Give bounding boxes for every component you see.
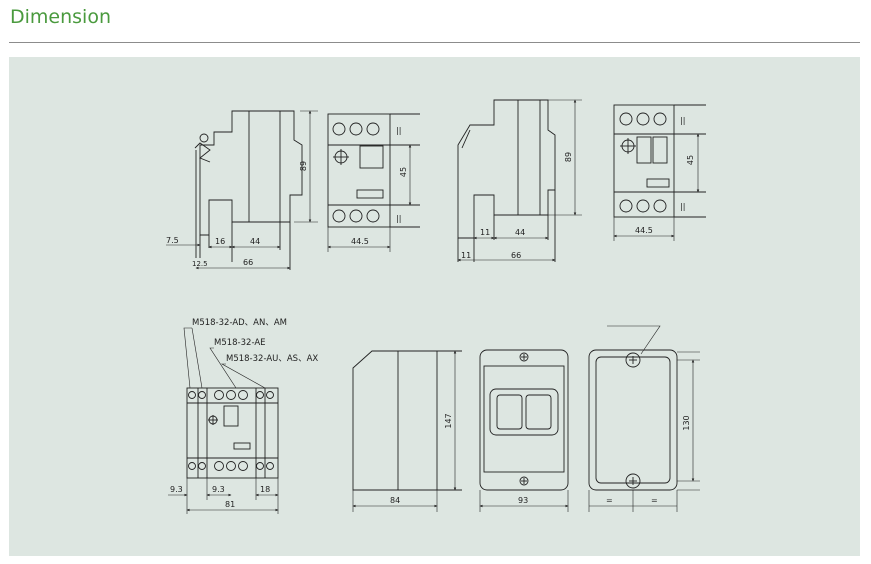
dim-93: 93 (518, 496, 528, 505)
dim-height-147: 147 (444, 413, 453, 428)
dim-height-130: 130 (682, 415, 691, 430)
dim-11a: 11 (480, 228, 490, 237)
side-view-1: 89 7.5 16 44 12.5 66 (166, 110, 318, 270)
mark-sep-1: || (396, 126, 401, 135)
dim-44-5: 44.5 (351, 237, 369, 246)
dim-16: 16 (215, 237, 225, 246)
model-label-2: M518-32-AE (214, 338, 266, 348)
model-label-1: M518-32-AD、AN、AM (192, 318, 287, 328)
dim-18: 18 (260, 485, 270, 494)
dim-7-5: 7.5 (166, 236, 179, 245)
dim-9-3a: 9.3 (170, 485, 183, 494)
dim-height-45: 45 (399, 167, 408, 177)
dim-9-3b: 9.3 (212, 485, 225, 494)
dim-44: 44 (250, 237, 260, 246)
title-divider (9, 42, 860, 43)
dim-height-89: 89 (299, 161, 308, 171)
dim-height-45b: 45 (686, 155, 695, 165)
enclosure-front-view-7: 93 (479, 349, 569, 512)
dim-11b: 11 (461, 251, 471, 260)
dim-height-89b: 89 (564, 152, 573, 162)
page-title: Dimension (10, 6, 111, 28)
model-label-3: M518-32-AU、AS、AX (226, 354, 318, 364)
dim-81: 81 (225, 500, 235, 509)
side-view-3: 89 11 44 11 66 (457, 99, 582, 262)
dim-equal-1: = (606, 496, 613, 505)
dim-44b: 44 (515, 228, 525, 237)
front-view-2: || || 45 44.5 (327, 113, 420, 252)
assembly-view-5: M518-32-AD、AN、AM M518-32-AE M518-32-AU、A… (168, 318, 318, 514)
dim-12-5: 12.5 (192, 260, 208, 268)
enclosure-back-view-8: 130 = = (588, 325, 700, 512)
dim-66b: 66 (511, 251, 521, 260)
front-view-4: || || 45 44.5 (613, 104, 706, 241)
enclosure-side-view-6: 147 84 (352, 350, 462, 512)
dim-66: 66 (243, 258, 253, 267)
dim-equal-2: = (651, 496, 658, 505)
drawing-panel (9, 57, 860, 556)
dim-44-5b: 44.5 (635, 226, 653, 235)
dim-84: 84 (390, 496, 400, 505)
mark-sep-4: || (680, 202, 685, 211)
mark-sep-3: || (680, 116, 685, 125)
mark-sep-2: || (396, 214, 401, 223)
